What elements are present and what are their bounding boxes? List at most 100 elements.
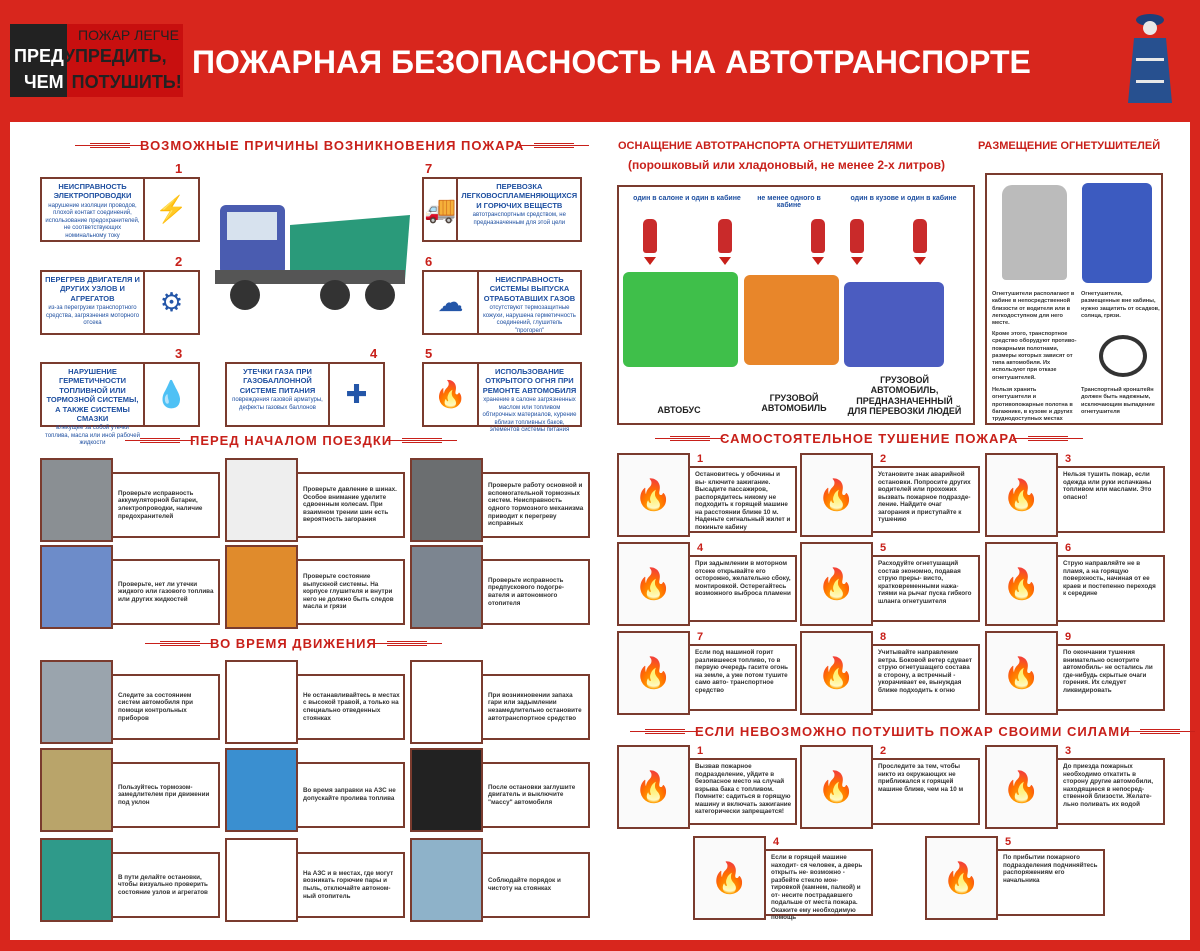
extinguisher-icon <box>811 219 825 253</box>
card-text: Нельзя тушить пожар, если одежда или рук… <box>1058 466 1165 533</box>
poster-title: ПОЖАРНАЯ БЕЗОПАСНОСТЬ НА АВТОТРАНСПОРТЕ <box>192 44 1031 80</box>
card-description: Соблюдайте порядок и чистоту на стоянках <box>488 877 561 892</box>
dashboard-image <box>40 660 113 744</box>
open-hood-truck-image <box>40 838 113 922</box>
warning-triangle-icon: 🔥 <box>800 453 873 537</box>
parked-trucks-image <box>410 838 483 922</box>
info-card: 🔥Если под машиной горит разлившееся топл… <box>617 631 797 715</box>
card-description: Проверьте состояние выпускной системы. Н… <box>303 573 394 611</box>
extinguisher-icon <box>718 219 732 253</box>
info-card: 🔥Остановитесь у обочины и вы- ключите за… <box>617 453 797 537</box>
cause-title: НЕИСПРАВНОСТЬ ЭЛЕКТРОПРОВОДКИ <box>53 182 132 201</box>
section-heading-driving: ВО ВРЕМЯ ДВИЖЕНИЯ <box>145 636 442 651</box>
gas-valve-icon: ✚ <box>328 364 383 425</box>
cause-text: ИСПОЛЬЗОВАНИЕ ОТКРЫТОГО ОГНЯ ПРИ РЕМОНТЕ… <box>479 364 580 433</box>
cause-text: ПЕРЕГРЕВ ДВИГАТЕЛЯ И ДРУГИХ УЗЛОВ И АГРЕ… <box>42 272 143 333</box>
fuel-filter-leak-icon: 💧 <box>143 364 198 425</box>
card-description: Следите за состоянием систем автомобиля … <box>118 691 193 722</box>
step-number: 3 <box>1065 453 1072 465</box>
card-text: На АЗС и в местах, где могут возникать г… <box>298 852 405 918</box>
card-description: Не останавливайтесь в местах с высокой т… <box>303 691 400 722</box>
card-text: В пути делайте остановки, чтобы визуальн… <box>113 852 220 918</box>
card-description: Проследите за тем, чтобы никто из окружа… <box>878 763 964 793</box>
card-description: Пользуйтесь тормозом- замедлителем при д… <box>118 783 210 806</box>
card-description: Проверьте давление в шинах. Особое внима… <box>303 486 397 524</box>
card-description: Остановитесь у обочины и вы- ключите заж… <box>695 471 791 531</box>
label-people-truck: ГРУЗОВОЙ АВТОМОБИЛЬ, ПРЕДНАЗНАЧЕННЫЙ ДЛЯ… <box>847 375 962 417</box>
card-text: При возникновении запаха гари или задымл… <box>483 674 590 740</box>
placement-text-4: Нельзя хранить огнетушители и противопож… <box>992 387 1073 423</box>
cause-number: 1 <box>175 161 183 176</box>
info-card: Проверьте состояние выпускной системы. Н… <box>225 545 405 629</box>
info-card: Проверьте работу основной и вспомогатель… <box>410 458 590 542</box>
smoking-truck-image <box>410 660 483 744</box>
card-text: Установите знак аварийной остановки. Поп… <box>873 466 980 533</box>
step-number: 9 <box>1065 631 1072 643</box>
card-description: Проверьте исправность аккумуляторной бат… <box>118 489 203 520</box>
info-card: Проверьте исправность аккумуляторной бат… <box>40 458 220 542</box>
note-truck: не менее одного в кабине <box>757 195 821 209</box>
placement-text-3: Кроме этого, транспортное средство обору… <box>992 331 1077 381</box>
cause-number: 7 <box>425 161 433 176</box>
info-card: Во время заправки на АЗС не допускайте п… <box>225 748 405 832</box>
card-text: По прибытии пожарного подразделения подч… <box>998 849 1105 916</box>
cause-description: автотранспортным средством, не предназна… <box>472 212 566 226</box>
note-bus: один в салоне и один в кабине <box>633 195 741 202</box>
cause-number: 4 <box>370 346 378 361</box>
card-text: Пользуйтесь тормозом- замедлителем при д… <box>113 762 220 828</box>
cause-number: 3 <box>175 346 183 361</box>
card-description: По прибытии пожарного подразделения подч… <box>1003 854 1098 884</box>
cause-text: НЕИСПРАВНОСТЬ СИСТЕМЫ ВЫПУСКА ОТРАБОТАВШ… <box>479 272 580 334</box>
engine-icon: ⚙ <box>143 272 198 333</box>
step-number: 5 <box>1005 836 1012 848</box>
step-number: 8 <box>880 631 887 643</box>
card-description: По окончании тушения внимательно осмотри… <box>1063 649 1153 694</box>
section-heading-cannot-extinguish: ЕСЛИ НЕВОЗМОЖНО ПОТУШИТЬ ПОЖАР СВОИМИ СИ… <box>630 724 1196 739</box>
card-text: Следите за состоянием систем автомобиля … <box>113 674 220 740</box>
cause-title: ПЕРЕГРЕВ ДВИГАТЕЛЯ И ДРУГИХ УЗЛОВ И АГРЕ… <box>45 275 140 303</box>
card-text: Проверьте, нет ли утечки жидкого или газ… <box>113 559 220 625</box>
card-description: При возникновении запаха гари или задымл… <box>488 691 582 722</box>
cause-title: НЕИСПРАВНОСТЬ СИСТЕМЫ ВЫПУСКА ОТРАБОТАВШ… <box>483 275 576 303</box>
note-people-truck: один в кузове и один в кабине <box>850 195 957 202</box>
match-flame-icon: 🔥 <box>424 364 479 425</box>
section-heading-causes: ВОЗМОЖНЫЕ ПРИЧИНЫ ВОЗНИКНОВЕНИЯ ПОЖАРА <box>75 138 590 153</box>
card-text: Расходуйте огнетушащий состав экономно, … <box>873 555 980 622</box>
info-card: Соблюдайте порядок и чистоту на стоянках <box>410 838 590 922</box>
seat-image <box>1002 185 1067 280</box>
step-number: 1 <box>697 453 704 465</box>
cause-title: ИСПОЛЬЗОВАНИЕ ОТКРЫТОГО ОГНЯ ПРИ РЕМОНТЕ… <box>482 367 577 395</box>
truck-illustration <box>744 275 839 365</box>
card-text: Проверьте исправность предпускового подо… <box>483 559 590 625</box>
bracket-image <box>1099 335 1147 377</box>
card-text: Если в горящей машине находит- ся челове… <box>766 849 873 921</box>
info-card: 🔥Установите знак аварийной остановки. По… <box>800 453 980 537</box>
inspect-car-icon: 🔥 <box>985 631 1058 715</box>
cause-description: влекущее за собой утечки топлива, масла … <box>45 425 140 447</box>
info-card: Проверьте давление в шинах. Особое внима… <box>225 458 405 542</box>
card-description: Проверьте исправность предпускового подо… <box>488 576 564 607</box>
label-bus: АВТОБУС <box>657 405 701 415</box>
placement-panel: Огнетушители располагают в кабине в непо… <box>985 173 1163 425</box>
prohibited-person-icon: 🔥 <box>985 453 1058 537</box>
info-card: 🔥До приезда пожарных необходимо откатить… <box>985 745 1165 829</box>
cause-text: НАРУШЕНИЕ ГЕРМЕТИЧНОСТИ ТОПЛИВНОЙ ИЛИ ТО… <box>42 364 143 446</box>
step-number: 4 <box>773 836 780 848</box>
card-description: Учитывайте направление ветра. Боковой ве… <box>878 649 972 694</box>
hazard-truck-icon: 🚚 <box>424 179 459 240</box>
card-text: Проверьте работу основной и вспомогатель… <box>483 472 590 538</box>
switch-panel-image <box>410 748 483 832</box>
cause-card: ИСПОЛЬЗОВАНИЕ ОТКРЫТОГО ОГНЯ ПРИ РЕМОНТЕ… <box>422 362 582 433</box>
cause-title: УТЕЧКИ ГАЗА ПРИ ГАЗОБАЛЛОННОЙ СИСТЕМЕ ПИ… <box>239 367 316 395</box>
equipment-subtitle: (порошковый или хладоновый, не менее 2-х… <box>628 158 945 172</box>
info-card: На АЗС и в местах, где могут возникать г… <box>225 838 405 922</box>
info-card: 🔥По окончании тушения внимательно осмотр… <box>985 631 1165 715</box>
cause-text: УТЕЧКИ ГАЗА ПРИ ГАЗОБАЛЛОННОЙ СИСТЕМЕ ПИ… <box>227 364 328 425</box>
card-text: По окончании тушения внимательно осмотри… <box>1058 644 1165 711</box>
cause-description: из-за перегрузки транспортного средства,… <box>45 305 140 327</box>
card-description: На АЗС и в местах, где могут возникать г… <box>303 869 394 900</box>
cause-description: нарушение изоляции проводов, плохой конт… <box>45 202 140 239</box>
card-text: Если под машиной горит разлившееся топли… <box>690 644 797 711</box>
